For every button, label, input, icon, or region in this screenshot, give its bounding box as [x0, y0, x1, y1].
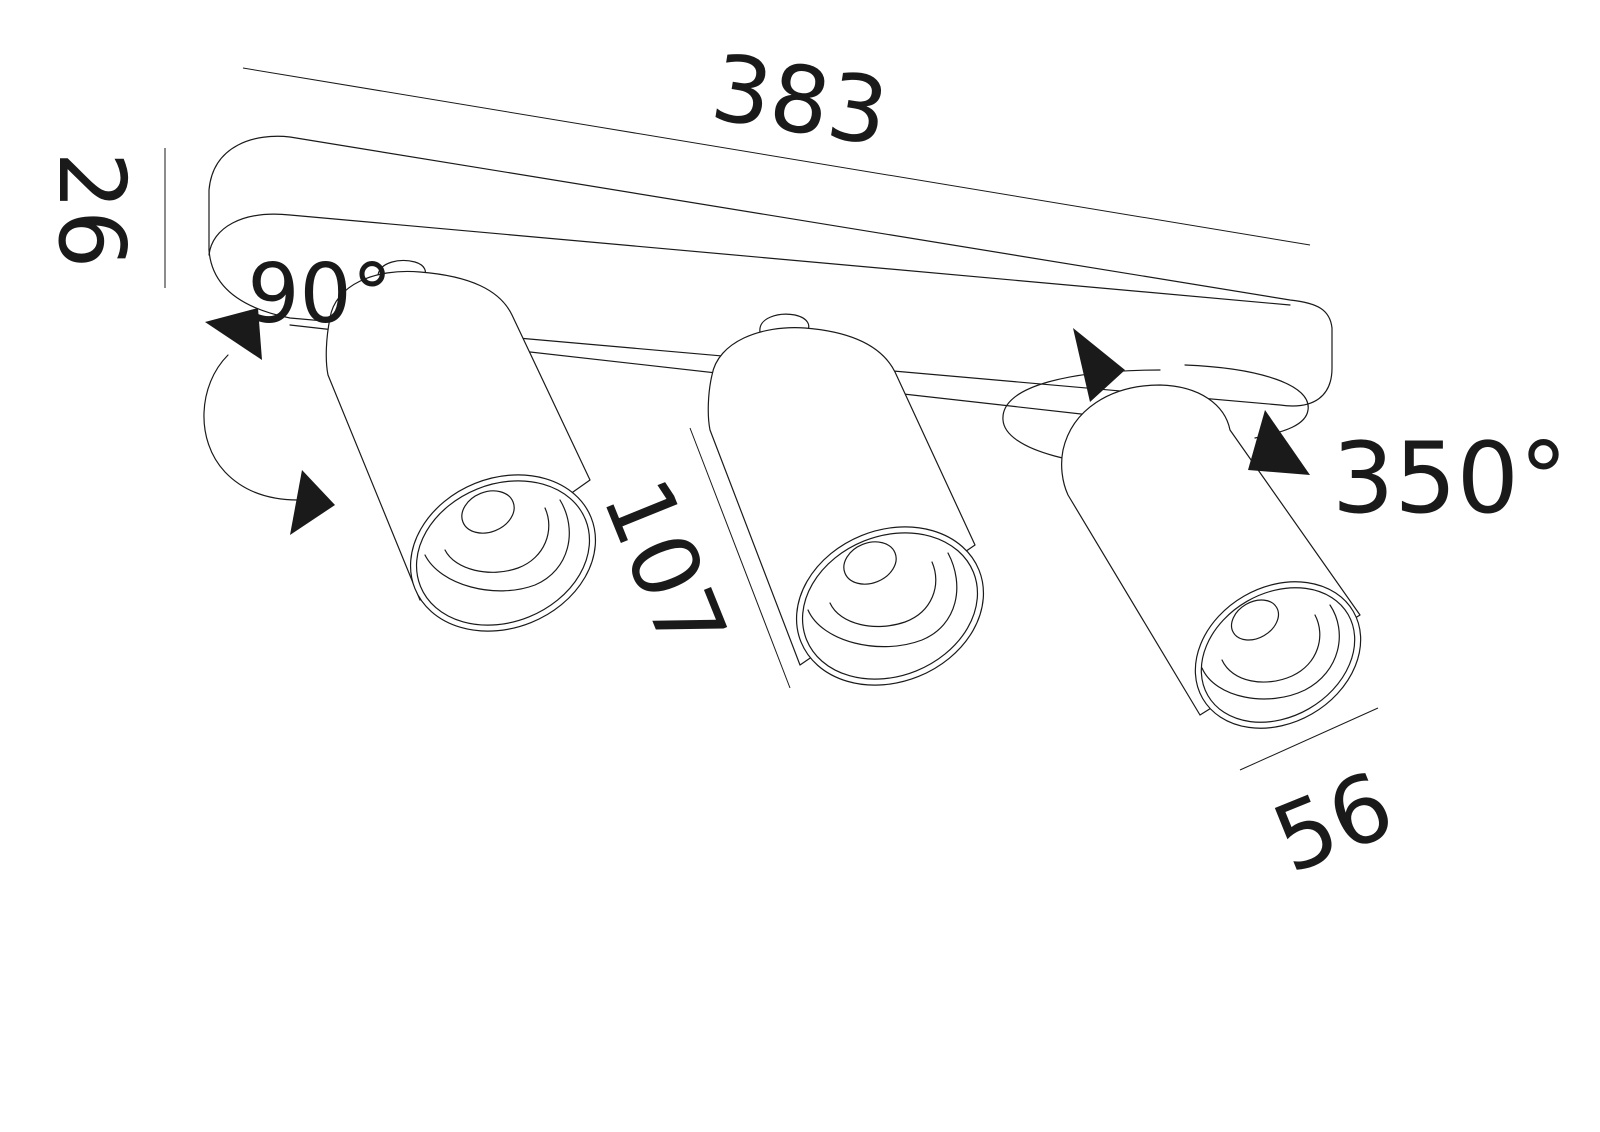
spotlight-1	[325, 259, 597, 632]
length-dimension-line	[242, 67, 1311, 246]
spotlight-1-face-rim	[415, 480, 591, 626]
length-label: 383	[705, 34, 895, 167]
spotlight-2-face-rim	[801, 532, 979, 680]
spotlight-2-lens	[843, 541, 897, 585]
rotation-arrow-left-icon	[1073, 328, 1125, 402]
spot-diameter-dimension-line	[1239, 707, 1379, 771]
spot-diameter-label: 56	[1259, 751, 1408, 894]
spotlight-3-reflector-inner	[1221, 614, 1321, 683]
spotlight-3	[1061, 384, 1362, 729]
spotlight-2-reflector-inner	[829, 561, 937, 628]
tilt-arrow-down-icon	[290, 470, 335, 535]
spotlight-3-face-outer	[1194, 581, 1362, 729]
rotation-angle-label: 350°	[1332, 422, 1568, 536]
rotation-arc-right-icon	[1184, 364, 1309, 439]
spotlight-1-face-outer	[409, 474, 597, 632]
spotlight-1-lens	[461, 490, 515, 534]
spotlight-3-reflector-outer	[1201, 604, 1340, 700]
spotlight-1-reflector-outer	[424, 499, 570, 592]
bar-top-edge	[208, 213, 1291, 306]
arrowheads	[205, 308, 1310, 535]
dimension-lines	[164, 67, 1379, 771]
bar-body	[208, 135, 1333, 407]
spotlight-1-reflector-inner	[444, 507, 550, 573]
tilt-indicator	[203, 354, 299, 501]
spotlight-3-lens	[1230, 599, 1280, 641]
spot-length-dimension-line	[689, 427, 791, 689]
mounting-bar	[208, 135, 1333, 416]
spotlight-2-reflector-outer	[807, 552, 958, 648]
spot-length-label: 107	[582, 465, 747, 668]
height-label: 26	[38, 151, 145, 268]
tilt-arc-icon	[203, 354, 299, 501]
spotlight-2	[707, 313, 985, 686]
spotlight-3-face-rim	[1200, 587, 1356, 723]
rotation-arrow-right-icon	[1248, 410, 1310, 475]
tilt-arrow-up-icon	[205, 308, 262, 360]
tilt-angle-label: 90°	[247, 247, 392, 342]
